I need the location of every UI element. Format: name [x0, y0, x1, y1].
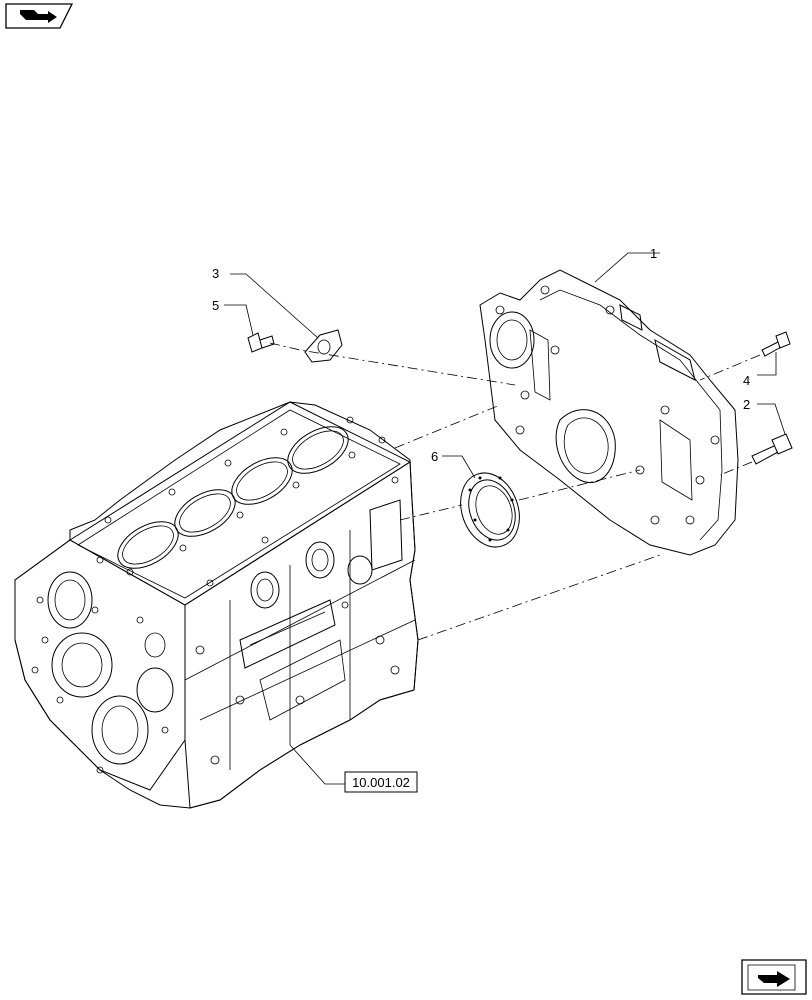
callout-6: 6: [431, 449, 438, 464]
next-page-arrow-icon[interactable]: [741, 959, 807, 995]
callout-3: 3: [212, 266, 219, 281]
leader-lines: [224, 252, 786, 785]
reference-link[interactable]: 10.001.02: [344, 771, 418, 793]
engine-block-drawing: [14, 401, 419, 809]
callout-2: 2: [743, 397, 750, 412]
callout-5: 5: [212, 298, 219, 313]
timing-cover-drawing: [479, 269, 739, 556]
callout-4: 4: [743, 373, 750, 388]
oil-seal-drawing: [460, 472, 520, 548]
previous-page-arrow-icon[interactable]: [5, 3, 74, 29]
bolt-4-drawing: [761, 331, 791, 357]
long-bolt-drawing: [751, 433, 793, 465]
assembly-lines: [269, 342, 761, 641]
cover-plate-drawing: [304, 329, 343, 363]
callout-1: 1: [650, 246, 657, 261]
reference-label: 10.001.02: [352, 775, 410, 790]
short-bolt-drawing: [247, 332, 275, 353]
